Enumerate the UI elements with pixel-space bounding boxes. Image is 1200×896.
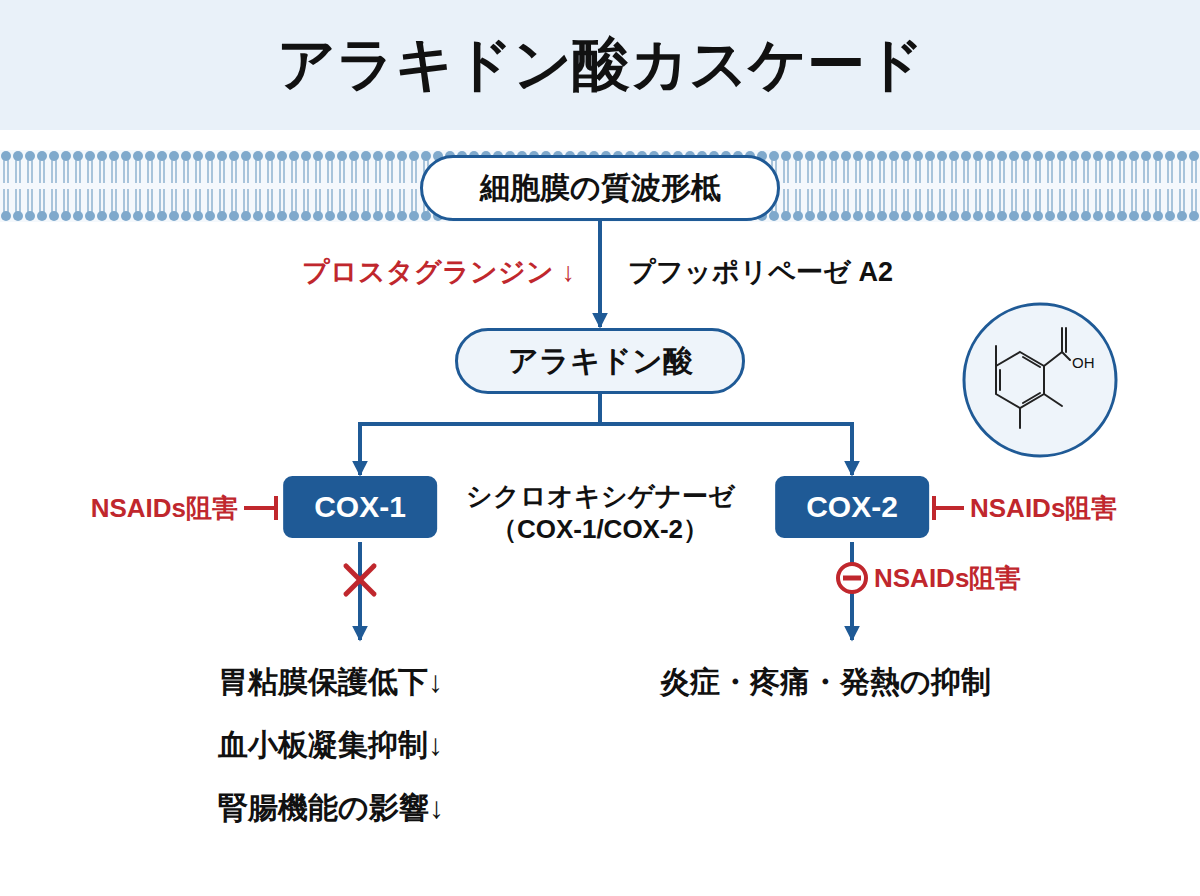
flow-arrow xyxy=(600,394,852,475)
effect-text: 炎症・疼痛・発熱の抑制 xyxy=(660,662,991,703)
flow-arrow xyxy=(360,394,600,475)
enzyme-box: COX-1 xyxy=(283,476,437,538)
block-symbol xyxy=(838,564,866,592)
inhibitor-label: NSAIDs阻害 xyxy=(970,491,1117,526)
effect-text: 腎腸機能の影響↓ xyxy=(218,788,444,829)
node-label: COX-1 xyxy=(314,490,406,524)
enzyme-label: シクロオキシゲナーゼ （COX-1/COX-2） xyxy=(463,480,738,545)
inhibition-note: プロスタグランジン ↓ xyxy=(302,254,575,290)
inhibitor-label: NSAIDs阻害 xyxy=(91,491,238,526)
title: アラキドン酸カスケード xyxy=(277,26,924,104)
node-label: 細胞膜の質波形柢 xyxy=(480,168,721,209)
atom-label: OH xyxy=(1072,354,1095,371)
inhibitor-label: NSAIDs阻害 xyxy=(874,561,1021,596)
node-label: COX-2 xyxy=(806,490,898,524)
enzyme-box: COX-2 xyxy=(775,476,929,538)
structure-icon xyxy=(964,304,1116,456)
node-label: アラキドン酸 xyxy=(508,341,693,382)
effect-arrow xyxy=(358,542,362,640)
effect-text: 血小板凝集抑制↓ xyxy=(218,725,443,766)
substrate-pill: アラキドン酸 xyxy=(455,328,745,394)
membrane-pill: 細胞膜の質波形柢 xyxy=(420,155,780,221)
enzyme-label: プフッポリペーゼ A2 xyxy=(628,254,893,290)
effect-text: 胃粘膜保護低下↓ xyxy=(218,662,443,703)
flow-arrow xyxy=(598,221,602,327)
block-cross xyxy=(346,566,374,594)
